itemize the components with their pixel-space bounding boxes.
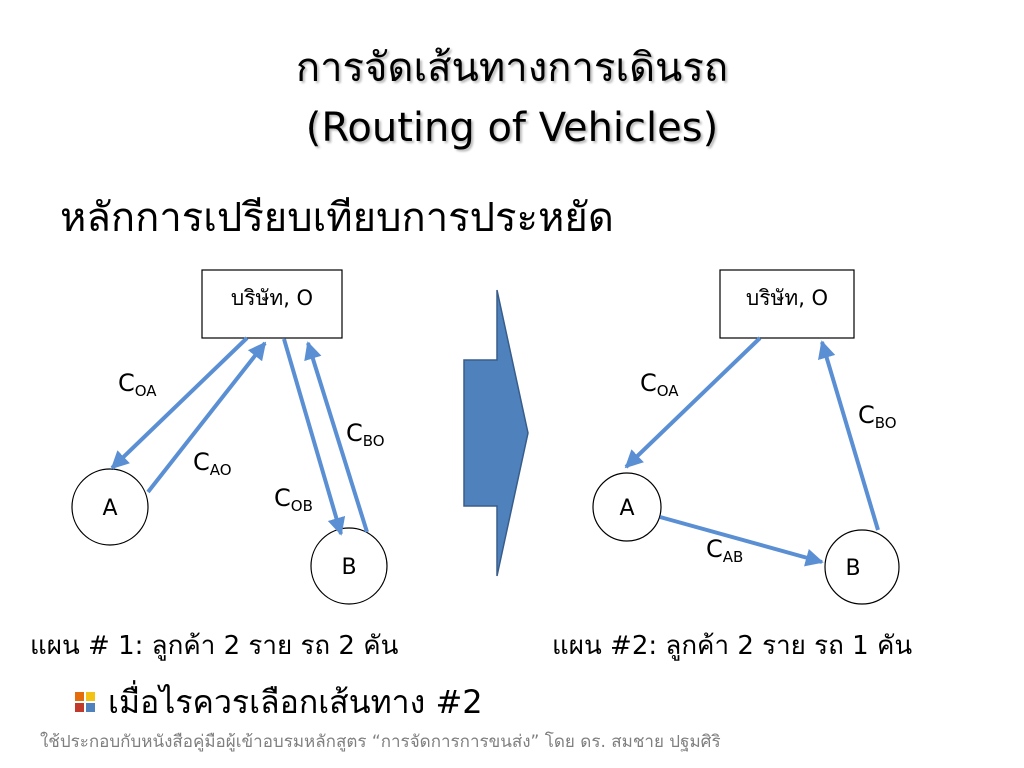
plan2-node-b — [824, 529, 900, 605]
plan1-label-cbo: CBO — [346, 419, 385, 450]
plan2-edge-b-to-o — [817, 340, 880, 531]
section-heading: หลักการเปรียบเทียบการประหยัด — [60, 195, 614, 241]
bullet-text: เมื่อไรควรเลือกเส้นทาง #2 — [108, 683, 483, 721]
plan1-node-b — [310, 527, 388, 605]
plan1-label-coa: COA — [118, 369, 157, 400]
plan1-edge-o-to-b — [282, 338, 346, 536]
slide-title-thai: การจัดเส้นทางการเดินรถ — [295, 45, 729, 91]
plan2-node-a-label: A — [619, 496, 634, 521]
plan2-company-box — [719, 269, 855, 339]
plan2-label-cab: CAB — [706, 535, 743, 566]
plan1-edge-a-to-o — [146, 341, 267, 494]
plan2-edge-o-to-a — [624, 336, 762, 469]
bullet-square-icon — [75, 692, 95, 712]
plan2-node-a — [592, 472, 662, 542]
plan1-node-a — [71, 468, 149, 546]
plan2-node-b-label: B — [845, 556, 860, 581]
footer-credit: ใช้ประกอบกับหนังสือคู่มือผู้เข้าอบรมหลัก… — [40, 732, 721, 752]
plan1-caption: แผน # 1: ลูกค้า 2 ราย รถ 2 คัน — [30, 631, 399, 661]
transition-block-arrow — [463, 289, 529, 577]
plan2-diagram: บริษัท, O A B COA CBO CAB — [592, 269, 900, 605]
plan2-company-label: บริษัท, O — [746, 286, 828, 310]
plan2-label-coa: COA — [640, 369, 679, 400]
plan1-node-a-label: A — [102, 496, 117, 521]
plan1-label-cob: COB — [274, 484, 313, 515]
plan1-label-cao: CAO — [193, 448, 232, 479]
plan1-edge-b-to-o — [304, 341, 369, 533]
slide-title-english: (Routing of Vehicles) — [305, 105, 719, 151]
plan1-company-box — [201, 269, 343, 339]
plan2-caption: แผน #2: ลูกค้า 2 ราย รถ 1 คัน — [552, 631, 913, 661]
bullet-item: เมื่อไรควรเลือกเส้นทาง #2 — [74, 678, 483, 726]
plan1-edge-o-to-a — [110, 336, 249, 470]
plan2-edge-a-to-b — [659, 515, 824, 567]
plan1-diagram: บริษัท, O A B COA CAO COB CBO — [71, 269, 388, 605]
plan1-company-label: บริษัท, O — [231, 286, 313, 310]
plan2-label-cbo: CBO — [858, 401, 897, 432]
plan1-node-b-label: B — [341, 555, 356, 580]
